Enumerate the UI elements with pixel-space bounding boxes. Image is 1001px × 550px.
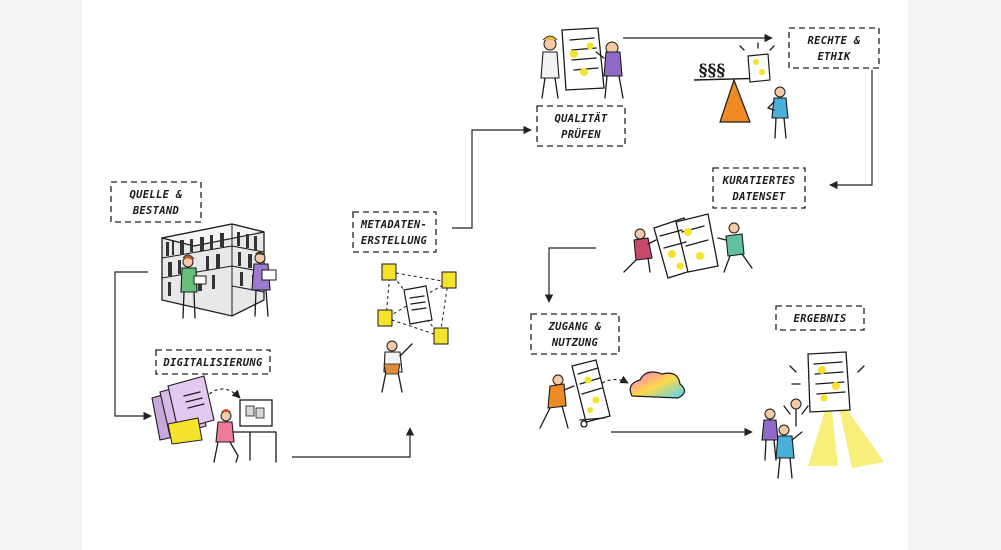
svg-text:NUTZUNG: NUTZUNG <box>551 337 599 349</box>
arrow-quelle-to-digital <box>114 271 152 421</box>
paragraph-icon: §§§ <box>699 61 726 81</box>
arrow-metadaten-to-qualitaet <box>452 125 532 229</box>
arrow-scan-to-screen <box>204 388 241 399</box>
arrow-rechte-to-kuratiert <box>829 70 873 190</box>
svg-text:BESTAND: BESTAND <box>132 205 179 217</box>
digitalisation-illustration <box>151 375 277 463</box>
result-illustration <box>761 351 884 479</box>
label-qualitaet-pruefen: QUALITÄT PRÜFEN <box>536 105 626 147</box>
svg-text:DIGITALISIERUNG: DIGITALISIERUNG <box>162 357 263 369</box>
svg-text:RECHTE &: RECHTE & <box>808 35 861 47</box>
metadata-network-illustration <box>377 263 457 393</box>
label-ergebnis: ERGEBNIS <box>775 305 865 331</box>
svg-text:PRÜFEN: PRÜFEN <box>561 127 601 141</box>
label-rechte-ethik: RECHTE & ETHIK <box>788 27 880 69</box>
svg-text:ERGEBNIS: ERGEBNIS <box>794 313 847 325</box>
svg-text:ETHIK: ETHIK <box>817 51 851 63</box>
curated-dataset-illustration <box>623 213 753 279</box>
flow-arrows <box>114 33 873 458</box>
label-digitalisierung: DIGITALISIERUNG <box>155 349 271 375</box>
quality-check-illustration <box>540 27 624 99</box>
svg-text:KURATIERTES: KURATIERTES <box>722 175 796 187</box>
label-zugang-nutzung: ZUGANG & NUTZUNG <box>530 313 620 355</box>
archive-shelf-illustration <box>161 223 277 319</box>
access-upload-illustration <box>539 359 686 429</box>
svg-text:DATENSET: DATENSET <box>732 191 786 203</box>
rights-scale-illustration: §§§ <box>693 42 789 139</box>
svg-text:QUELLE &: QUELLE & <box>130 189 183 201</box>
svg-text:ERSTELLUNG: ERSTELLUNG <box>361 235 428 247</box>
label-quelle-bestand: QUELLE & BESTAND <box>110 181 202 223</box>
label-kuratiertes-datenset: KURATIERTES DATENSET <box>712 167 806 209</box>
cloud-icon <box>629 371 686 399</box>
svg-text:METADATEN-: METADATEN- <box>360 219 427 231</box>
arrow-kuratiert-to-zugang <box>544 247 596 303</box>
arrow-upload-to-cloud <box>601 375 629 384</box>
svg-text:ZUGANG &: ZUGANG & <box>548 321 602 333</box>
arrow-digital-to-metadaten <box>292 427 415 458</box>
label-metadaten-erstellung: METADATEN- ERSTELLUNG <box>352 211 437 253</box>
svg-text:QUALITÄT: QUALITÄT <box>555 111 608 125</box>
